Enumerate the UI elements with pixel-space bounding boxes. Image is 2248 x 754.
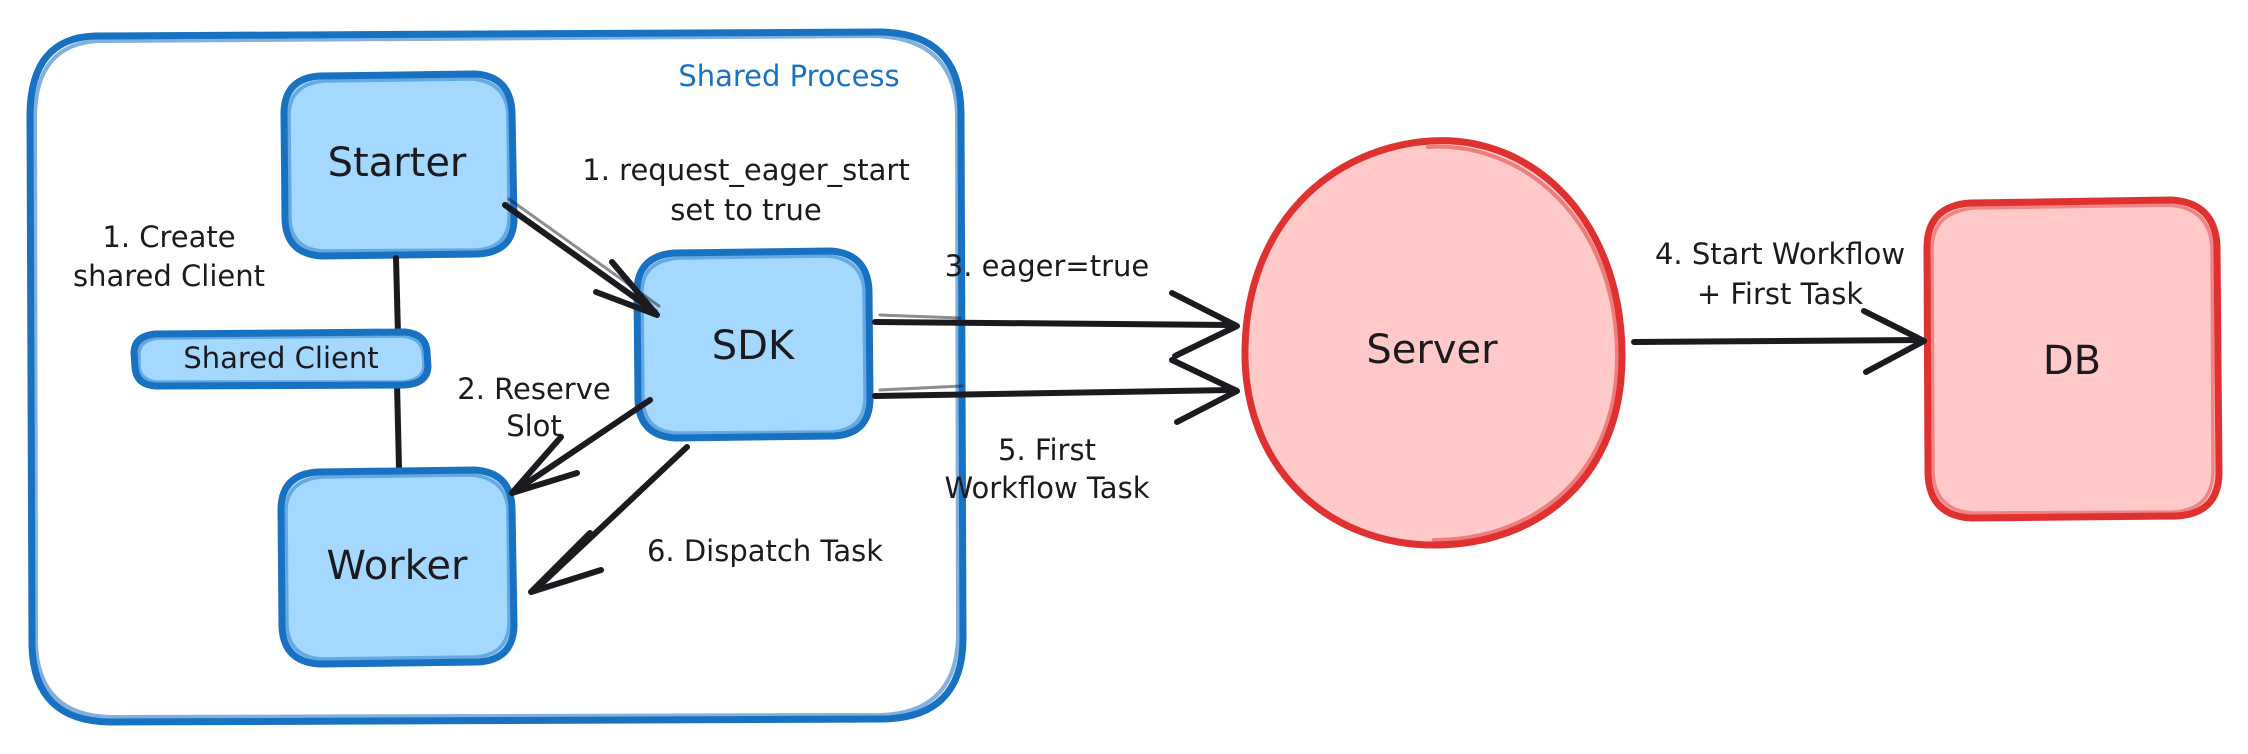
- edge-create-shared-client: 1. Create shared Client: [73, 220, 402, 471]
- edge-label-reserve-slot-line1: 2. Reserve: [457, 372, 610, 406]
- edge-first-workflow-task-line-sketch: [878, 384, 964, 392]
- edge-request-eager-start-line: [502, 202, 658, 315]
- edge-start-workflow-line: [1631, 337, 1923, 345]
- node-server[interactable]: Server: [1241, 137, 1626, 549]
- starter-label: Starter: [328, 140, 467, 186]
- shared-process-label: Shared Process: [678, 59, 899, 93]
- edge-request-eager-start-arrowhead: [593, 259, 660, 318]
- starter-shape-sketch: [287, 77, 511, 253]
- server-label: Server: [1366, 327, 1498, 373]
- edge-reserve-slot-arrowhead: [509, 434, 580, 496]
- sdk-shape: [633, 247, 874, 442]
- edge-label-first-workflow-task-line2: Workflow Task: [945, 471, 1150, 505]
- edge-first-workflow-task-line: [872, 387, 1235, 399]
- node-shared-client[interactable]: Shared Client: [130, 328, 432, 390]
- edge-label-eager-true: 3. eager=true: [945, 249, 1150, 283]
- sdk-shape-sketch: [640, 254, 867, 435]
- edge-eager-true-line-sketch: [878, 313, 962, 320]
- edge-label-create-shared-client-line2: shared Client: [73, 259, 265, 293]
- shared-client-shape: [130, 328, 432, 390]
- edge-first-workflow-task-arrowhead: [1169, 357, 1240, 425]
- edge-label-first-workflow-task-line1: 5. First: [998, 433, 1096, 467]
- db-shape: [1923, 196, 2223, 522]
- node-starter[interactable]: Starter: [280, 70, 518, 260]
- server-shape: [1241, 137, 1626, 549]
- sdk-label: SDK: [712, 323, 796, 369]
- starter-to-shared-client-line: [393, 255, 401, 338]
- node-sdk[interactable]: SDK: [633, 247, 874, 442]
- node-worker[interactable]: Worker: [277, 466, 518, 668]
- edge-label-start-workflow-line2: + First Task: [1697, 277, 1864, 311]
- edge-label-create-shared-client-line1: 1. Create: [102, 220, 235, 254]
- edge-request-eager-start: 1. request_eager_start set to true: [502, 153, 910, 318]
- shared-process-group: Shared Process: [26, 28, 967, 726]
- edge-first-workflow-task: 5. First Workflow Task: [872, 357, 1240, 505]
- shared-client-shape-sketch: [137, 334, 426, 384]
- edge-label-request-eager-start-line1: 1. request_eager_start: [582, 153, 909, 187]
- edge-eager-true-line: [872, 319, 1235, 328]
- edge-label-reserve-slot-line2: Slot: [506, 409, 562, 443]
- shared-process-border-sketch: [33, 34, 960, 719]
- edge-reserve-slot: 2. Reserve Slot: [457, 372, 653, 496]
- server-shape-sketch: [1426, 144, 1620, 542]
- node-db[interactable]: DB: [1923, 196, 2223, 522]
- edge-start-workflow-arrowhead: [1861, 308, 1927, 375]
- edge-eager-true: 3. eager=true: [872, 249, 1240, 359]
- db-label: DB: [2043, 338, 2101, 384]
- edge-dispatch-task: 6. Dispatch Task: [528, 444, 883, 595]
- edge-reserve-slot-line: [512, 397, 653, 494]
- worker-shape-sketch: [284, 473, 511, 661]
- edge-start-workflow: 4. Start Workflow + First Task: [1631, 237, 1927, 375]
- edge-dispatch-task-arrowhead: [528, 530, 604, 595]
- edge-eager-true-arrowhead: [1169, 290, 1240, 359]
- worker-label: Worker: [327, 543, 468, 589]
- edge-label-start-workflow-line1: 4. Start Workflow: [1655, 237, 1905, 271]
- edge-label-dispatch-task: 6. Dispatch Task: [647, 534, 883, 568]
- shared-client-to-worker-line: [394, 380, 402, 471]
- shared-process-border: [26, 28, 967, 726]
- edge-label-request-eager-start-line2: set to true: [670, 193, 821, 227]
- starter-shape: [280, 70, 518, 260]
- shared-client-label: Shared Client: [183, 341, 378, 375]
- db-shape-sketch: [1930, 203, 2215, 515]
- worker-shape: [277, 466, 518, 668]
